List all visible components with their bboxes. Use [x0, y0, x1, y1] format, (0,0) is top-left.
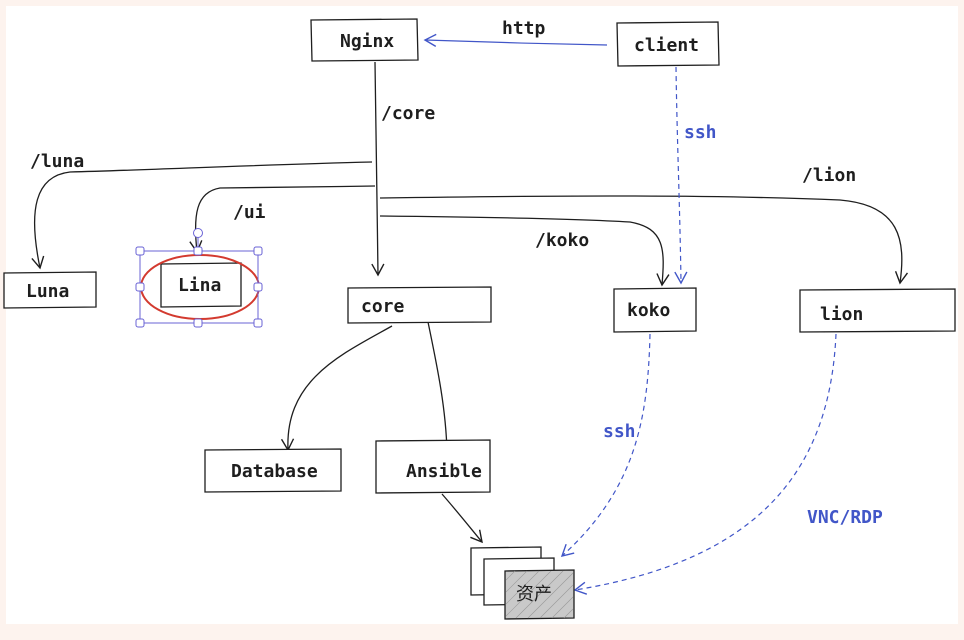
- edge-koko: [379, 215, 670, 287]
- edge-koko-assets: [560, 333, 651, 557]
- edge-luna: [31, 161, 373, 270]
- edge-label-ssh-koko: ssh: [603, 421, 636, 442]
- edge-label-lion: /lion: [802, 165, 856, 186]
- rotate-handle[interactable]: [193, 228, 203, 238]
- edge-label-vnc-rdp: VNC/RDP: [807, 507, 883, 528]
- lina-selection[interactable]: [135, 228, 263, 328]
- node-client-label: client: [634, 35, 699, 56]
- edge-label-ssh-client: ssh: [684, 122, 717, 143]
- node-lina-box[interactable]: [160, 262, 242, 308]
- handle-top-center[interactable]: [193, 246, 203, 256]
- edge-ansible-assets: [441, 493, 483, 544]
- handle-middle-left[interactable]: [135, 282, 145, 292]
- assets-hatch: [505, 570, 574, 619]
- node-core-box[interactable]: [347, 286, 492, 324]
- edge-label-koko: /koko: [535, 230, 589, 251]
- node-lina-label: Lina: [178, 275, 221, 296]
- edge-lion-assets: [573, 333, 837, 595]
- node-lion-label: lion: [820, 304, 863, 325]
- edge-nginx-core: [371, 61, 385, 277]
- handle-top-right[interactable]: [253, 246, 263, 256]
- edge-client-koko: [674, 66, 688, 285]
- blue-edges: [423, 33, 837, 595]
- node-koko-box[interactable]: [613, 287, 697, 333]
- handle-bottom-left[interactable]: [135, 318, 145, 328]
- handle-top-left[interactable]: [135, 246, 145, 256]
- node-koko-label: koko: [627, 300, 670, 321]
- edge-lion: [379, 195, 909, 285]
- node-luna-box[interactable]: [3, 271, 97, 309]
- edge-core-database: [280, 325, 393, 452]
- node-database-box[interactable]: [204, 448, 342, 493]
- edge-label-ui: /ui: [233, 202, 266, 223]
- edge-label-http: http: [502, 18, 546, 39]
- edge-label-luna: /luna: [30, 151, 84, 172]
- node-assets-label: 资产: [516, 584, 552, 605]
- edge-ui: [189, 185, 376, 254]
- edges: [31, 61, 909, 544]
- node-core-label: core: [361, 296, 405, 317]
- node-ansible-box[interactable]: [375, 439, 491, 494]
- node-luna-label: Luna: [26, 281, 69, 302]
- node-lion-box[interactable]: [799, 288, 956, 333]
- node-client-box[interactable]: [616, 21, 720, 67]
- handle-middle-right[interactable]: [253, 282, 263, 292]
- handle-bottom-center[interactable]: [193, 318, 203, 328]
- node-database-label: Database: [231, 461, 318, 482]
- edge-client-nginx: [423, 33, 608, 47]
- node-nginx-box[interactable]: [310, 18, 419, 62]
- node-nginx-label: Nginx: [340, 31, 394, 52]
- edge-label-core: /core: [381, 103, 435, 124]
- handle-bottom-right[interactable]: [253, 318, 263, 328]
- edge-core-ansible: [427, 321, 454, 454]
- node-ansible-label: Ansible: [406, 461, 482, 482]
